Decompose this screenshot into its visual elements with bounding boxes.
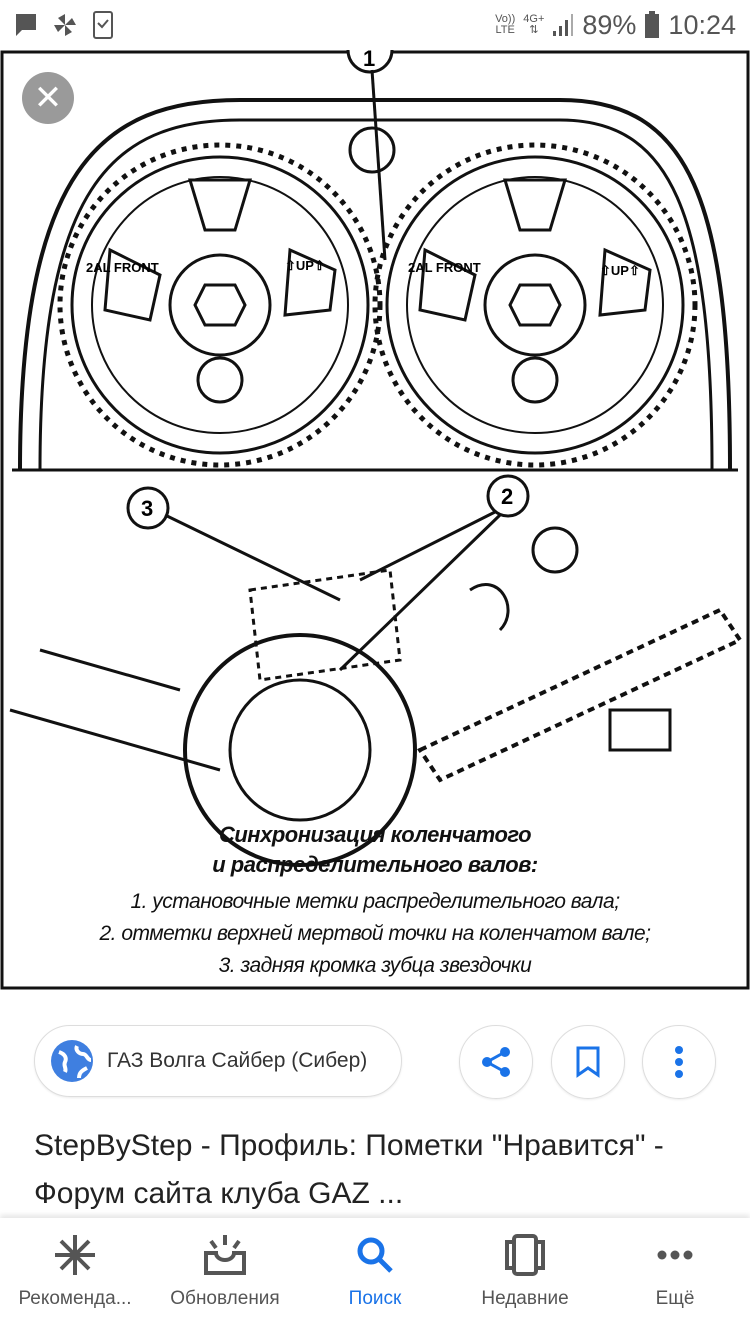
result-title-link[interactable]: StepByStep - Профиль: Пометки "Нравится"… <box>34 1129 664 1210</box>
image-viewer[interactable]: 2AL FRONT ⇧UP⇧ 2AL FRONT ⇧UP⇧ 1 3 2 Синх… <box>0 50 750 990</box>
close-button[interactable]: ✕ <box>22 72 74 124</box>
up-mark-left: ⇧UP⇧ <box>285 258 325 273</box>
callout-3: 3 <box>141 496 153 521</box>
share-icon <box>482 1047 510 1077</box>
more-icon <box>657 1250 693 1260</box>
nav-more[interactable]: Ещё <box>600 1218 750 1333</box>
up-mark-right: ⇧UP⇧ <box>600 263 640 278</box>
more-vert-icon <box>675 1046 683 1078</box>
battery-percent: 89% <box>582 9 637 40</box>
nav-recent[interactable]: Недавние <box>450 1218 600 1333</box>
callout-2: 2 <box>501 484 513 509</box>
nav-recommendations[interactable]: Рекоменда... <box>0 1218 150 1333</box>
volte-indicator: Vo))LTE <box>495 13 516 36</box>
nav-search[interactable]: Поиск <box>300 1218 450 1333</box>
timing-belt-diagram: 2AL FRONT ⇧UP⇧ 2AL FRONT ⇧UP⇧ 1 3 2 <box>0 50 750 990</box>
search-icon <box>357 1237 393 1273</box>
bottom-nav: Рекоменда... Обновления Поиск Недавние Е… <box>0 1218 750 1333</box>
source-label: ГАЗ Волга Сайбер (Сибер) <box>107 1049 368 1072</box>
bookmark-button[interactable] <box>551 1025 625 1099</box>
pinwheel-icon <box>54 14 76 36</box>
bookmark-icon <box>576 1046 600 1078</box>
globe-icon <box>51 1040 93 1082</box>
caption-title-2: и распределительного валов: <box>212 852 538 877</box>
signal-icon <box>553 14 574 36</box>
recent-icon <box>505 1234 545 1276</box>
close-icon: ✕ <box>33 79 63 117</box>
battery-icon <box>645 11 660 38</box>
status-bar: Vo))LTE 4G+⇅ 89% 10:24 <box>0 0 750 50</box>
asterisk-icon <box>55 1235 95 1275</box>
callout-1: 1 <box>363 50 375 71</box>
front-mark-right: 2AL FRONT <box>408 260 481 275</box>
share-button[interactable] <box>459 1025 533 1099</box>
caption-title-1: Синхронизация коленчатого <box>218 822 532 847</box>
caption-item-3: 3. задняя кромка зубца звездочки <box>218 954 532 977</box>
left-cam-sprocket <box>57 142 383 468</box>
right-cam-sprocket <box>372 142 698 468</box>
caption-item-1: 1. установочные метки распределительного… <box>130 890 620 913</box>
data-type-indicator: 4G+⇅ <box>523 13 545 36</box>
nav-updates[interactable]: Обновления <box>150 1218 300 1333</box>
updates-icon <box>204 1235 246 1275</box>
message-icon <box>16 14 36 36</box>
clock: 10:24 <box>668 9 736 40</box>
more-options-button[interactable] <box>642 1025 716 1099</box>
source-chip[interactable]: ГАЗ Волга Сайбер (Сибер) <box>34 1025 402 1097</box>
caption-item-2: 2. отметки верхней мертвой точки на коле… <box>99 922 652 945</box>
front-mark-left: 2AL FRONT <box>86 260 159 275</box>
phone-check-icon <box>93 11 113 39</box>
